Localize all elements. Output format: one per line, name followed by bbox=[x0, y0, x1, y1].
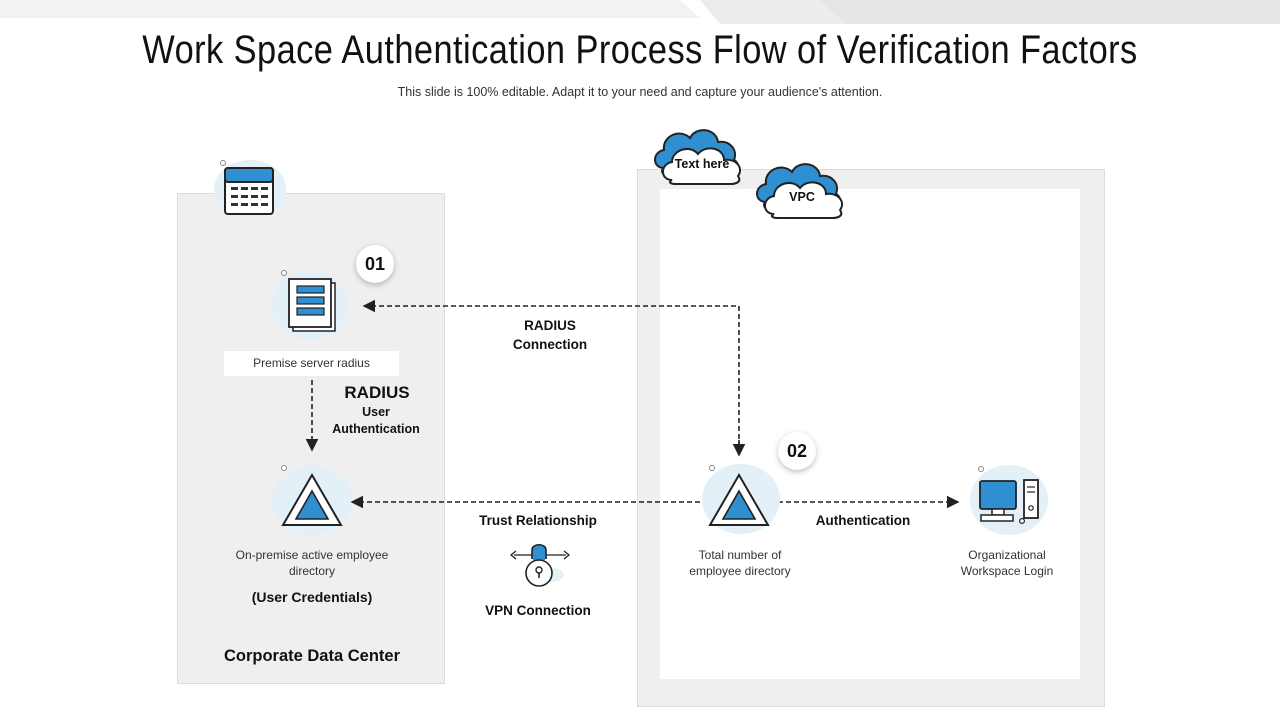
server-document-icon bbox=[288, 278, 336, 332]
page-title: Work Space Authentication Process Flow o… bbox=[142, 28, 1138, 72]
pin-dot bbox=[978, 466, 984, 472]
step-number-01: 01 bbox=[356, 245, 394, 283]
employee-directory-triangle-icon bbox=[708, 473, 770, 526]
vpn-connection-label: VPN Connection bbox=[485, 603, 591, 618]
vpc-panel-inner bbox=[660, 189, 1080, 679]
vpn-lock-icon bbox=[509, 543, 571, 587]
premise-server-label: Premise server radius bbox=[224, 351, 399, 376]
pin-dot bbox=[281, 270, 287, 276]
radius-connection-arrow bbox=[362, 299, 740, 455]
page-subtitle: This slide is 100% editable. Adapt it to… bbox=[397, 85, 883, 99]
pin-dot bbox=[281, 465, 287, 471]
vpc-cloud-icon bbox=[756, 163, 844, 219]
step-number-02: 02 bbox=[778, 432, 816, 470]
calendar-icon bbox=[224, 167, 274, 215]
radius-title: RADIUS bbox=[344, 383, 410, 402]
pin-dot bbox=[709, 465, 715, 471]
cloud-text-here-label: Text here bbox=[674, 157, 730, 171]
user-credentials-label: (User Credentials) bbox=[251, 589, 373, 605]
organizational-workspace-login-label: Organizational Workspace Login bbox=[960, 548, 1054, 578]
active-directory-triangle-icon bbox=[281, 473, 343, 526]
total-employee-directory-label: Total number of employee directory bbox=[689, 548, 791, 578]
computer-workstation-icon bbox=[979, 479, 1039, 524]
radius-connection-label: RADIUS Connection bbox=[512, 318, 588, 352]
on-premise-directory-label: On-premise active employee directory bbox=[235, 548, 389, 578]
corporate-data-center-title: Corporate Data Center bbox=[223, 647, 401, 665]
vpc-label: VPC bbox=[789, 190, 815, 204]
top-decorative-band bbox=[0, 0, 1280, 24]
authentication-label: Authentication bbox=[815, 513, 911, 528]
pin-dot bbox=[220, 160, 226, 166]
radius-user-authentication: User Authentication bbox=[332, 405, 420, 436]
cloud-icon bbox=[654, 129, 742, 185]
trust-relationship-label: Trust Relationship bbox=[479, 513, 597, 528]
